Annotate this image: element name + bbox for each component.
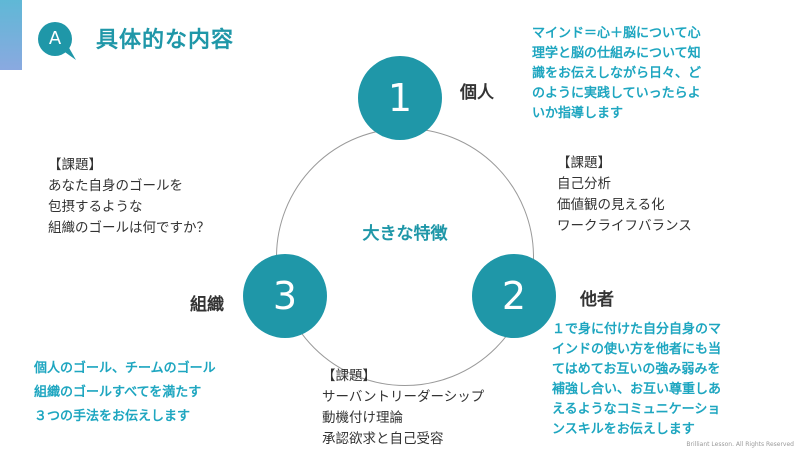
copyright-notice: Brilliant Lesson. All Rights Reserved: [686, 441, 794, 448]
issue-item: 包摂するような: [48, 199, 143, 215]
node-label-others: 他者: [580, 290, 614, 310]
description-line: てはめてお互いの強み弱みを: [552, 362, 721, 377]
description-organization: 個人のゴール、チームのゴール 組織のゴールすべてを満たす ３つの手法をお伝えしま…: [34, 357, 216, 429]
section-badge-letter: A: [48, 28, 62, 49]
issue-item: あなた自身のゴールを: [48, 178, 183, 194]
description-line: マインド＝心＋脳について心: [532, 26, 701, 41]
description-line: ンスキルをお伝えします: [552, 422, 695, 437]
node-individual: 1: [358, 56, 442, 140]
speech-bubble-icon: [38, 22, 76, 60]
issue-item: サーバントリーダーシップ: [322, 389, 485, 405]
issue-item: 動機付け理論: [322, 410, 403, 426]
issue-block-others: 【課題】 サーバントリーダーシップ 動機付け理論 承認欲求と自己受容: [322, 366, 484, 450]
side-accent-bar: [0, 0, 22, 70]
description-line: 組織のゴールすべてを満たす: [34, 385, 202, 400]
description-line: 識をお伝えしながら日々、ど: [532, 66, 702, 81]
description-line: 補強し合い、お互い尊重しあ: [552, 382, 722, 397]
issue-item: 価値観の見える化: [557, 197, 665, 213]
issue-item: 自己分析: [557, 176, 611, 192]
description-line: いか指導します: [532, 106, 624, 121]
description-line: えるようなコミュニケーショ: [552, 402, 721, 417]
issue-item: ワークライフバランス: [557, 218, 692, 234]
node-others: 2: [472, 254, 556, 338]
issue-item: 組織のゴールは何ですか？: [48, 220, 210, 236]
description-line: 理学と脳の仕組みについて知: [532, 46, 701, 61]
issue-heading: 【課題】: [557, 155, 611, 171]
description-line: 個人のゴール、チームのゴール: [34, 361, 216, 376]
description-line: のように実践していったらよ: [532, 86, 701, 101]
issue-item: 承認欲求と自己受容: [322, 431, 444, 447]
description-line: インドの使い方を他者にも当: [552, 342, 722, 357]
issue-block-organization: 【課題】 あなた自身のゴールを 包摂するような 組織のゴールは何ですか？: [48, 155, 210, 239]
issue-heading: 【課題】: [322, 368, 376, 384]
page-title: 具体的な内容: [96, 28, 235, 53]
center-label: 大きな特徴: [362, 224, 448, 244]
node-label-individual: 個人: [460, 83, 494, 103]
description-others: １で身に付けた自分自身のマ インドの使い方を他者にも当 てはめてお互いの強み弱み…: [552, 320, 721, 440]
issue-heading: 【課題】: [48, 157, 102, 173]
node-organization: 3: [243, 254, 327, 338]
description-line: ３つの手法をお伝えします: [34, 409, 191, 424]
issue-block-individual: 【課題】 自己分析 価値観の見える化 ワークライフバランス: [557, 153, 692, 237]
description-line: １で身に付けた自分自身のマ: [552, 322, 722, 337]
node-label-organization: 組織: [190, 295, 224, 315]
description-individual: マインド＝心＋脳について心 理学と脳の仕組みについて知 識をお伝えしながら日々、…: [532, 24, 701, 124]
